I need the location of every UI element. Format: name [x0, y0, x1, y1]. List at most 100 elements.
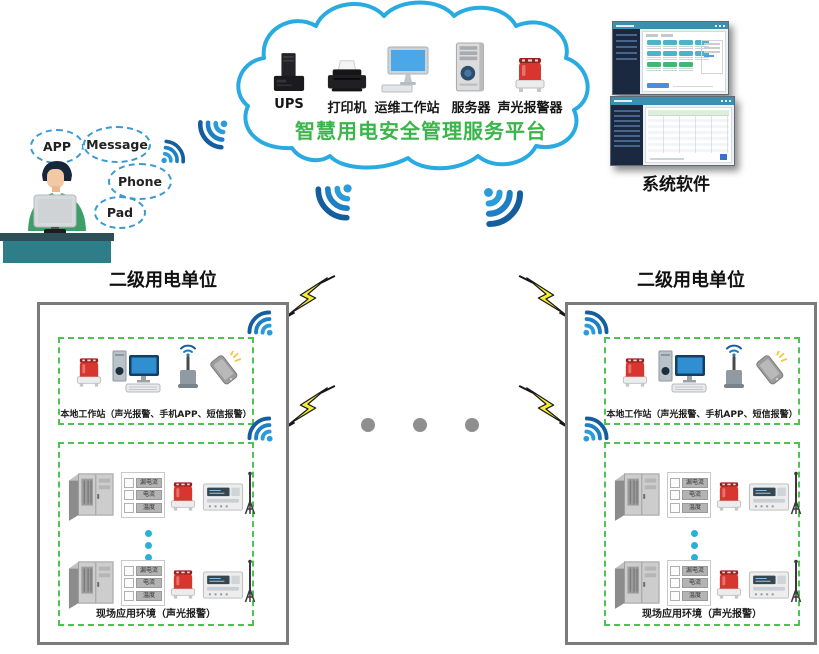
data-table: [648, 116, 729, 153]
ups-label: UPS: [274, 97, 304, 112]
field-caption: 现场应用环境（声光报警）: [642, 609, 762, 620]
continuation-dot: [691, 554, 698, 561]
window-titlebar: [611, 97, 734, 105]
table-header: [648, 110, 729, 116]
checkbox-icon: [124, 565, 134, 576]
ellipsis-dot: [413, 418, 427, 432]
sidebar-menu: [611, 105, 643, 165]
continuation-dot: [691, 542, 698, 549]
cloud-outline: [236, 0, 590, 171]
printer-icon: [326, 58, 368, 96]
field-zone: 漏电流 电流 温度 漏电流 电流 温度 现场应用环境（声光报警）: [58, 442, 254, 626]
workstation-monitor-icon: [380, 46, 434, 94]
device-card-grid: [647, 40, 711, 71]
sensor-tag: 漏电流: [682, 477, 708, 488]
workstation-zone: 本地工作站（声光报警、手机APP、短信报警）: [604, 337, 800, 425]
monitor-terminal-icon: [202, 571, 244, 599]
alarm-icon: [714, 563, 744, 601]
platform-title: 智慧用电安全管理服务平台: [295, 119, 547, 143]
sensor-tag: 电流: [682, 578, 708, 588]
checkbox-icon: [670, 565, 680, 576]
phone-icon: [206, 351, 242, 387]
antenna-modem-icon: [174, 343, 202, 391]
continuation-dot: [691, 530, 698, 537]
sidebar-menu: [613, 29, 640, 94]
alarm-icon: [620, 351, 650, 389]
alarm-icon: [74, 351, 104, 389]
alarm-icon: [168, 475, 198, 513]
bubble-pad-label: Pad: [106, 205, 134, 220]
software-screenshot-table: [610, 96, 735, 166]
ellipsis-dot: [465, 418, 479, 432]
sensor-panel: 漏电流 电流 温度: [121, 560, 165, 606]
bubble-message: Message: [83, 126, 151, 163]
sound-light-alarm-label: 声光报警器: [497, 101, 563, 116]
sensor-panel: 漏电流 电流 温度: [121, 472, 165, 518]
bubble-app: APP: [30, 129, 84, 164]
window-titlebar: [613, 22, 728, 29]
workstation-label: 运维工作站: [374, 101, 440, 116]
antenna-mast-icon: [790, 559, 802, 605]
continuation-dot: [145, 554, 152, 561]
ellipsis-dot: [361, 418, 375, 432]
antenna-modem-icon: [720, 343, 748, 391]
operator-at-desk: [0, 161, 114, 263]
bubble-phone-label: Phone: [117, 174, 163, 189]
checkbox-icon: [124, 590, 134, 601]
computer-icon: [112, 349, 170, 393]
checkbox-icon: [124, 502, 134, 513]
bubble-app-label: APP: [43, 139, 71, 154]
sensor-tag: 温度: [136, 502, 162, 513]
antenna-mast-icon: [790, 471, 802, 517]
monitor-terminal-icon: [202, 483, 244, 511]
checkbox-icon: [124, 490, 134, 500]
bubble-message-label: Message: [86, 137, 148, 152]
antenna-mast-icon: [244, 471, 256, 517]
sensor-panel: 漏电流 电流 温度: [667, 560, 711, 606]
printer-label: 打印机: [327, 101, 367, 116]
alarm-icon: [714, 475, 744, 513]
unit-left-box: 本地工作站（声光报警、手机APP、短信报警） 漏电流 电流 温度 漏电流 电流 …: [37, 302, 289, 645]
workstation-zone: 本地工作站（声光报警、手机APP、短信报警）: [58, 337, 254, 425]
continuation-dot: [145, 530, 152, 537]
unit-right-box: 本地工作站（声光报警、手机APP、短信报警） 漏电流 电流 温度 漏电流 电流 …: [565, 302, 817, 645]
checkbox-icon: [124, 477, 134, 488]
sensor-tag: 温度: [682, 590, 708, 601]
sensor-tag: 温度: [136, 590, 162, 601]
ups-icon: [272, 50, 306, 96]
action-button: [647, 83, 669, 88]
bubble-pad: Pad: [94, 196, 146, 229]
checkbox-icon: [670, 578, 680, 588]
server-label: 服务器: [451, 101, 491, 116]
cabinet-icon: [613, 557, 661, 609]
sensor-tag: 温度: [682, 502, 708, 513]
checkbox-icon: [670, 502, 680, 513]
sensor-tag: 电流: [682, 490, 708, 500]
info-panel: [701, 40, 723, 74]
checkbox-icon: [124, 578, 134, 588]
workstation-caption: 本地工作站（声光报警、手机APP、短信报警）: [60, 410, 252, 420]
monitor-terminal-icon: [748, 483, 790, 511]
phone-icon: [752, 351, 788, 387]
cabinet-icon: [67, 557, 115, 609]
tab-bar: [646, 34, 673, 37]
sensor-tag: 电流: [136, 578, 162, 588]
sensor-tag: 漏电流: [136, 565, 162, 576]
alarm-icon: [512, 50, 548, 94]
pagination-button: [720, 154, 727, 160]
checkbox-icon: [670, 490, 680, 500]
software-label: 系统软件: [642, 175, 710, 195]
unit-left-title: 二级用电单位: [109, 270, 217, 291]
antenna-mast-icon: [244, 559, 256, 605]
checkbox-icon: [670, 477, 680, 488]
sensor-panel: 漏电流 电流 温度: [667, 472, 711, 518]
server-icon: [452, 42, 490, 94]
field-zone: 漏电流 电流 温度 漏电流 电流 温度 现场应用环境（声光报警）: [604, 442, 800, 626]
sensor-tag: 电流: [136, 490, 162, 500]
alarm-icon: [168, 563, 198, 601]
computer-icon: [658, 349, 716, 393]
monitor-terminal-icon: [748, 571, 790, 599]
field-caption: 现场应用环境（声光报警）: [96, 609, 216, 620]
workstation-caption: 本地工作站（声光报警、手机APP、短信报警）: [606, 410, 798, 420]
